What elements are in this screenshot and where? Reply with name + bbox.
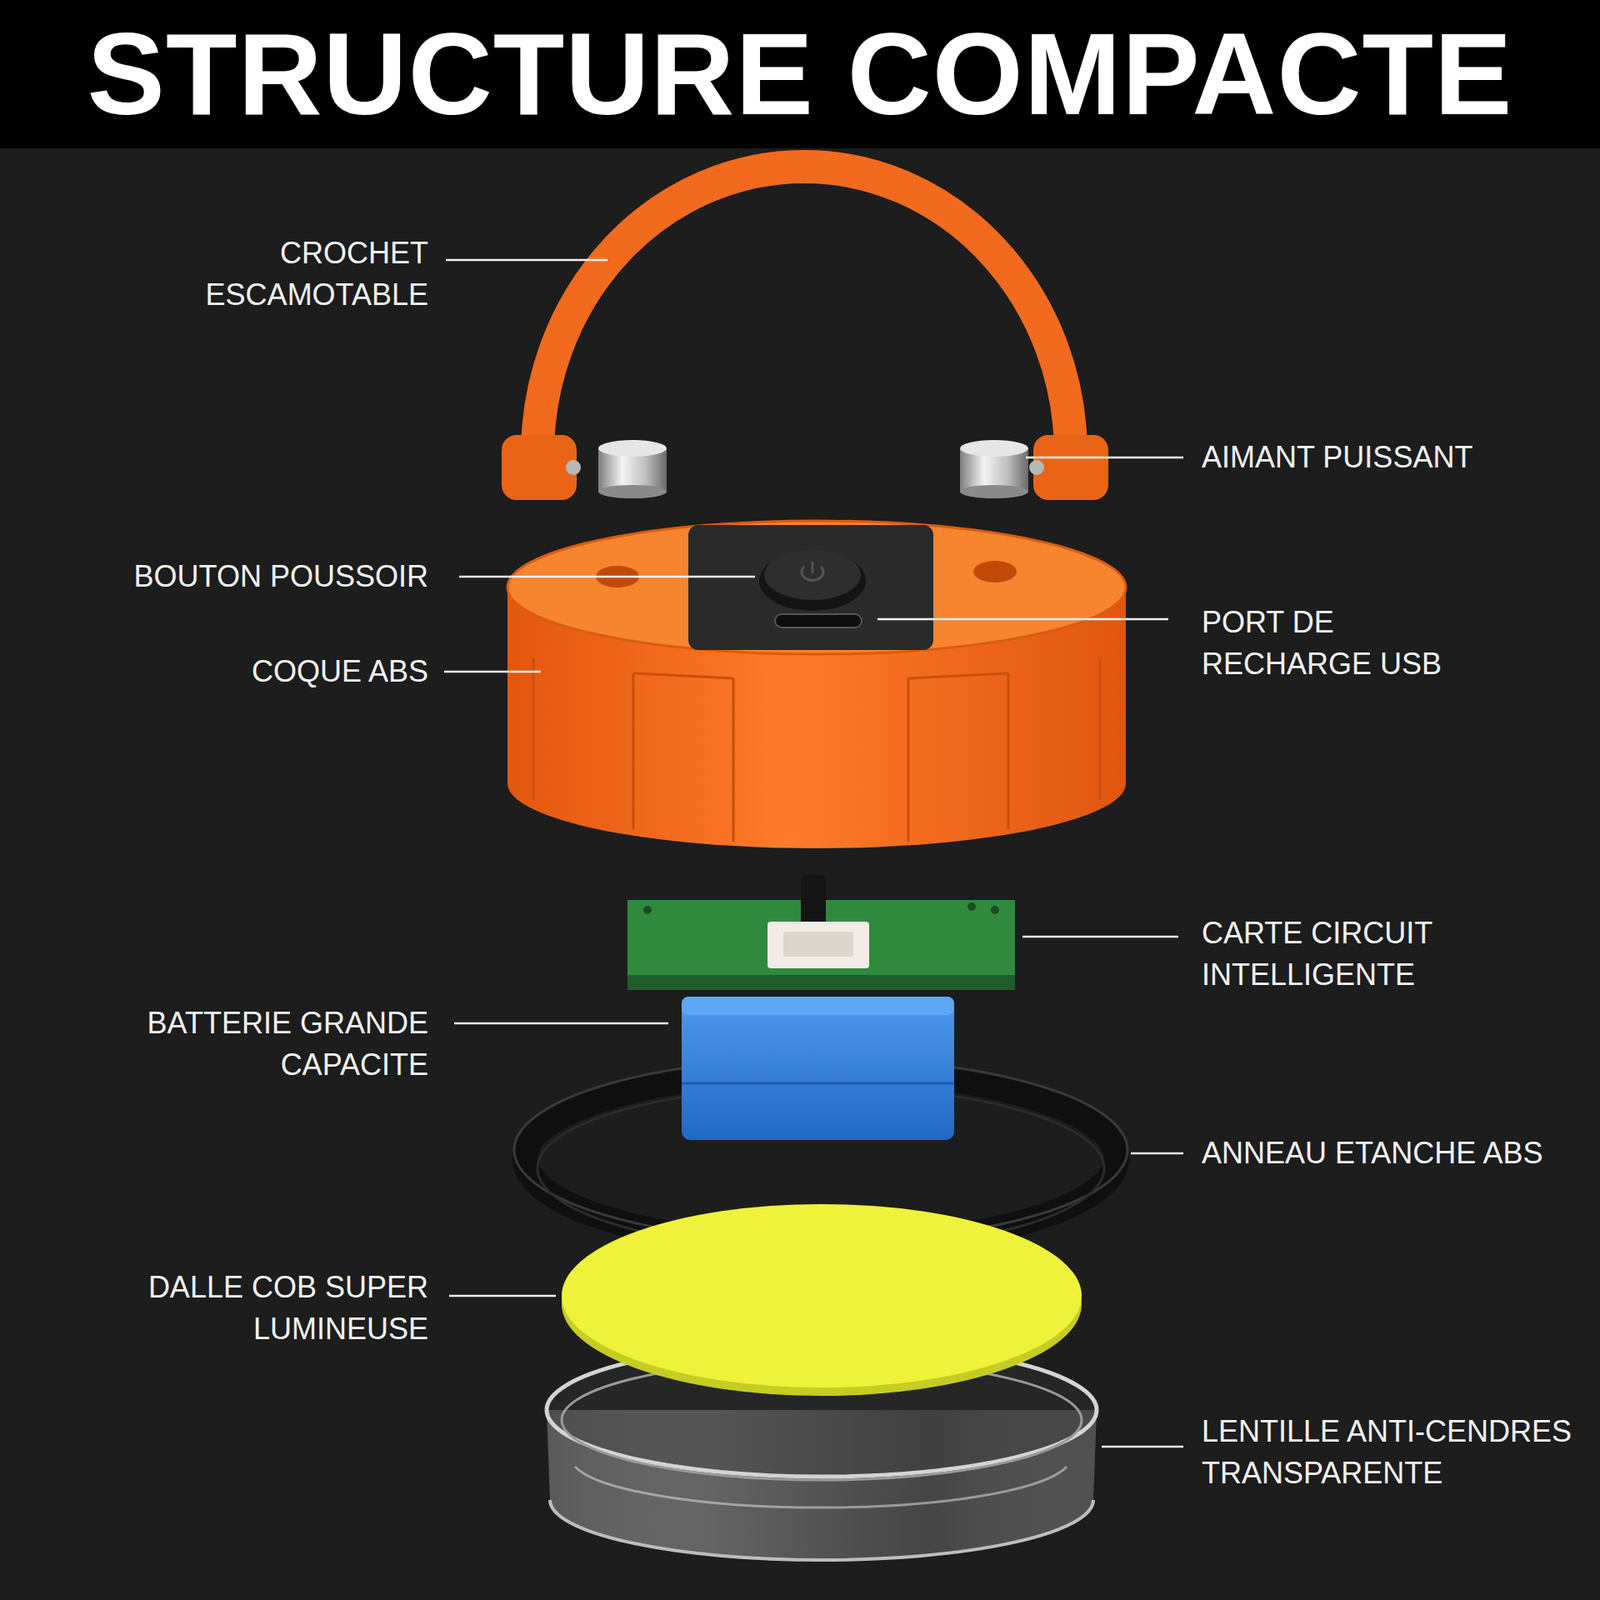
push-button-top bbox=[764, 550, 861, 600]
hook-handle bbox=[501, 166, 1109, 500]
circuit-board bbox=[627, 875, 1015, 990]
lens-reflection bbox=[575, 1466, 1067, 1508]
part-label: PORT DE RECHARGE USB bbox=[1201, 601, 1469, 685]
cob-panel bbox=[561, 1204, 1082, 1396]
part-label: DALLE COB SUPER LUMINEUSE bbox=[120, 1266, 429, 1350]
cob-face bbox=[561, 1204, 1082, 1388]
magnets bbox=[598, 440, 1029, 499]
magnet-bottom bbox=[960, 485, 1029, 499]
leader-line bbox=[454, 1022, 669, 1025]
magnet-bottom bbox=[598, 485, 667, 499]
leader-line bbox=[449, 1295, 556, 1298]
usb-port bbox=[775, 614, 862, 628]
pivot-pin bbox=[565, 460, 581, 475]
control-panel bbox=[688, 525, 934, 650]
leader-line bbox=[877, 618, 1169, 621]
battery bbox=[681, 996, 955, 1140]
shell-ribs bbox=[533, 658, 1100, 842]
part-label: LENTILLE ANTI-CENDRES TRANSPARENTE bbox=[1201, 1410, 1585, 1495]
leader-line bbox=[1101, 1445, 1184, 1449]
push-button bbox=[759, 550, 866, 611]
magnet-top bbox=[598, 440, 667, 457]
pcb-hole bbox=[643, 905, 652, 915]
pcb-hole bbox=[967, 902, 976, 911]
leader-line bbox=[445, 259, 608, 262]
part-label: AIMANT PUISSANT bbox=[1201, 436, 1585, 479]
shell-hole bbox=[973, 560, 1017, 583]
pcb-connector bbox=[767, 921, 870, 969]
pcb-hole bbox=[990, 905, 1000, 915]
part-label: ANNEAU ETANCHE ABS bbox=[1201, 1132, 1585, 1175]
abs-shell bbox=[507, 520, 1126, 849]
pcb-edge bbox=[627, 975, 1015, 990]
power-icon bbox=[801, 561, 824, 580]
lens-bottom-edge bbox=[550, 1500, 1094, 1560]
pivot-pin bbox=[1029, 460, 1045, 475]
shell-top bbox=[507, 520, 1126, 655]
leader-line bbox=[459, 575, 755, 579]
part-label: BOUTON POUSSOIR bbox=[11, 555, 429, 598]
part-label: COQUE ABS bbox=[95, 650, 429, 693]
handle-arc bbox=[537, 166, 1071, 480]
shell-ribs bbox=[633, 673, 1009, 679]
magnet-top bbox=[960, 440, 1029, 457]
handle-pivot bbox=[1033, 435, 1109, 500]
leader-lines bbox=[444, 260, 1184, 1447]
part-label: CARTE CIRCUIT INTELLIGENTE bbox=[1201, 912, 1452, 996]
battery-top bbox=[681, 996, 955, 1015]
pcb-switch bbox=[800, 875, 826, 927]
leader-line bbox=[1025, 456, 1184, 460]
leader-line bbox=[1022, 935, 1179, 939]
pcb-connector-inner bbox=[783, 931, 854, 957]
part-label: BATTERIE GRANDE CAPACITE bbox=[111, 1002, 429, 1086]
leader-line bbox=[444, 670, 541, 674]
shell-rim bbox=[507, 520, 1126, 655]
part-label: CROCHET ESCAMOTABLE bbox=[178, 232, 429, 316]
title-text: STRUCTURE COMPACTE bbox=[0, 0, 1600, 149]
battery-pack bbox=[681, 996, 955, 1140]
battery-fold bbox=[681, 1082, 955, 1085]
handle-pivot bbox=[501, 435, 577, 500]
leader-line bbox=[1130, 1152, 1184, 1155]
